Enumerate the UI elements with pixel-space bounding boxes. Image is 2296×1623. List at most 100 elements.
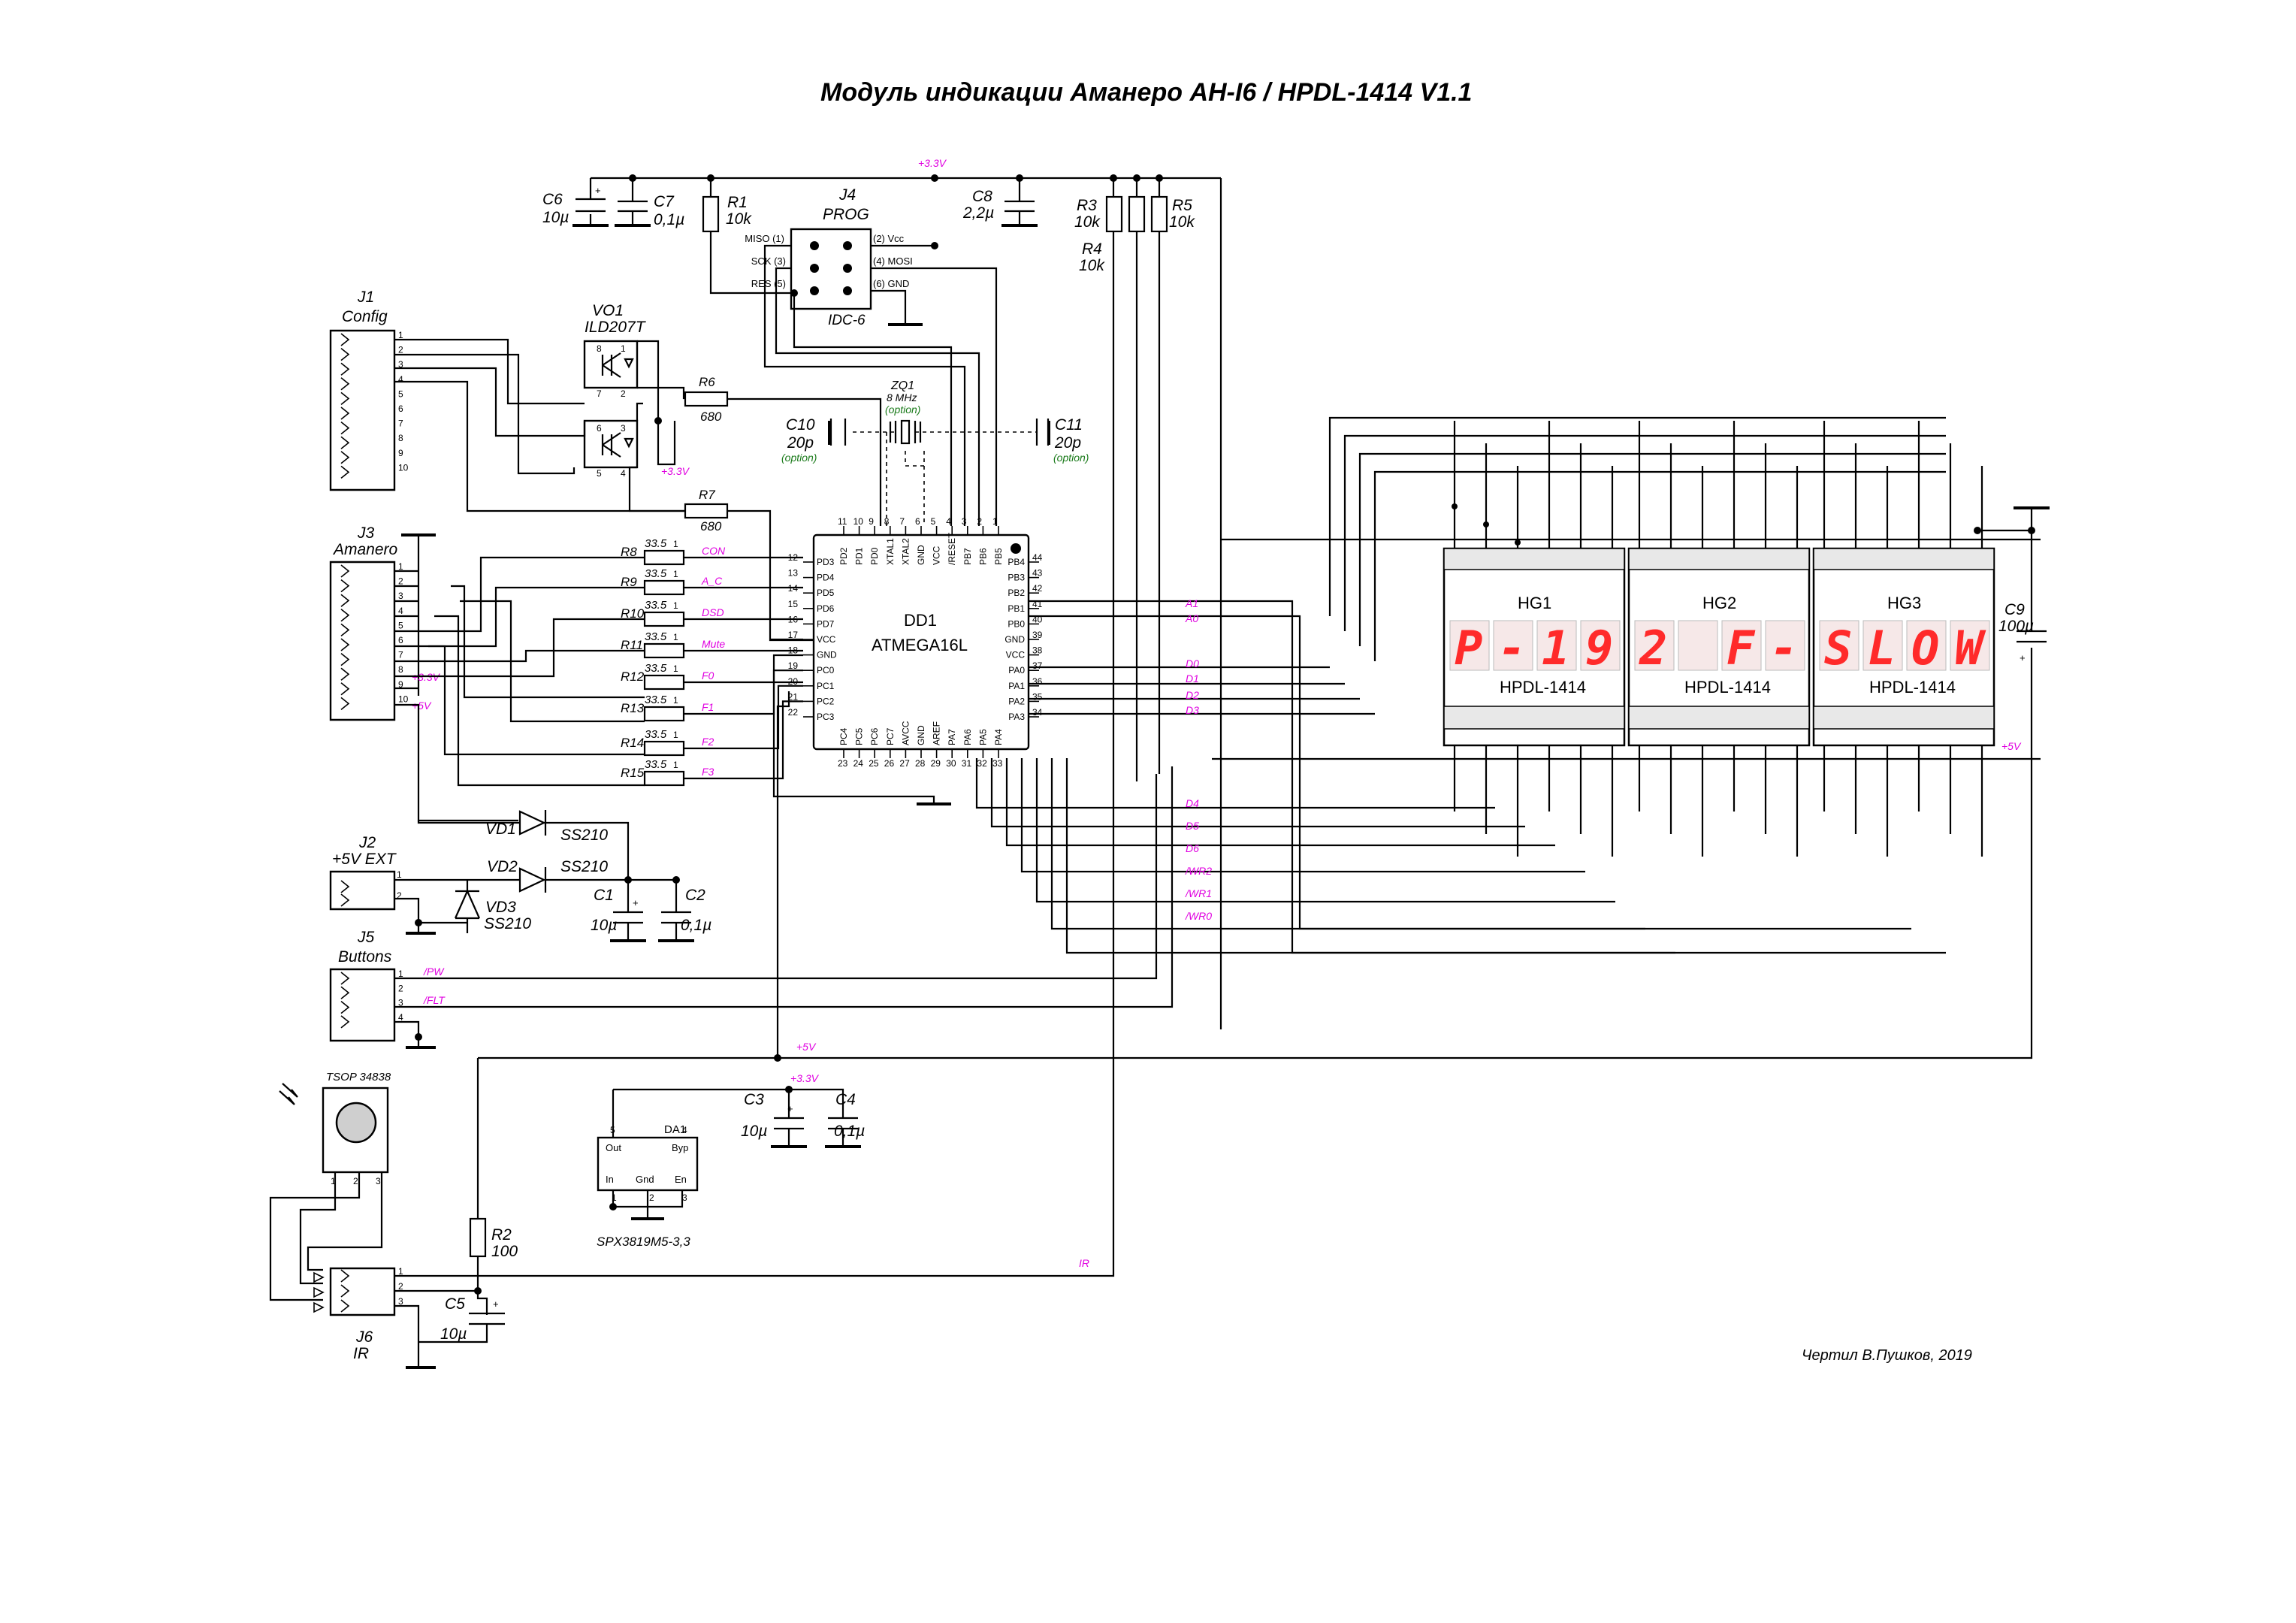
display-char: W: [1955, 621, 1986, 675]
series-res-net: F1: [702, 701, 714, 713]
mcu-pin-name: PA1: [1008, 681, 1025, 691]
power-input: VD1 SS210 VD2 SS210 VD3 SS210 + C1 10µ C…: [394, 810, 711, 942]
j1-contact: [340, 377, 350, 391]
mcu-pin-number: 28: [915, 758, 926, 769]
mcu-pin-name: PB4: [1008, 557, 1025, 567]
series-res-pin: 1: [673, 663, 678, 674]
j2-name: J2: [358, 834, 376, 851]
reg-in: In: [606, 1174, 614, 1185]
c1-value: 10µ: [591, 917, 617, 934]
series-res-name: R10: [621, 606, 645, 621]
j3-pin-number: 6: [398, 635, 403, 645]
mcu-pin-name: PA3: [1008, 712, 1025, 722]
svg-text:5: 5: [597, 468, 602, 479]
mcu-pin-number: 25: [869, 758, 879, 769]
mcu-pin-number: 2: [977, 516, 982, 527]
series-res-net: F0: [702, 669, 714, 682]
net-label-v5-j3: +5V: [412, 700, 432, 712]
display-ref: HG3: [1887, 594, 1921, 612]
j3-contact: [340, 594, 350, 607]
mcu-pin-name: PB2: [1008, 588, 1025, 598]
display-ref: HG1: [1518, 594, 1551, 612]
j1-contact: [340, 407, 350, 420]
mcu-pin-name: XTAL1: [885, 538, 896, 565]
capacitor-c7: C7 0,1µ: [615, 178, 684, 228]
series-res-value: 33.5: [645, 567, 667, 580]
j3-contact: [340, 697, 350, 711]
series-res-name: R11: [621, 638, 643, 652]
reg-out: Out: [606, 1142, 621, 1153]
mcu-pin-name: PB6: [977, 548, 988, 565]
mcu-pin-name: /RESET: [947, 532, 957, 565]
mcu-pin-number: 31: [962, 758, 972, 769]
mcu-pin-name: PC0: [817, 665, 835, 675]
net-label-ir: IR: [1079, 1257, 1089, 1269]
capacitor-c6: + C6 10µ: [542, 178, 609, 227]
r4-name: R4: [1082, 240, 1102, 258]
mcu-pin-name: PD4: [817, 573, 835, 583]
mcu-pin-number: 15: [788, 599, 799, 609]
j1-contact: [340, 436, 350, 449]
net-label-v5-bus: +5V: [796, 1041, 817, 1053]
net-label-pw: /PW: [423, 966, 445, 978]
display-wiring: [975, 416, 1946, 954]
tsop-pin2: 2: [353, 1176, 358, 1186]
series-res-value: 33.5: [645, 537, 667, 550]
j5-pin-number: 3: [398, 998, 403, 1008]
mcu-pin-name: PC7: [885, 727, 896, 745]
c10-note: (option): [781, 452, 817, 464]
svg-text:6: 6: [597, 423, 602, 434]
mcu-pin-name: PA4: [993, 729, 1004, 745]
c5-name: C5: [445, 1295, 465, 1313]
j1-pin-number: 4: [398, 374, 403, 385]
j4-pin-res: RES (5): [751, 278, 786, 289]
j3-wiring: [394, 556, 645, 787]
mcu-pin-number: 44: [1032, 552, 1043, 563]
mcu-pin-name: PB1: [1008, 603, 1025, 614]
mcu-pin-number: 32: [977, 758, 987, 769]
mcu-dd1: DD1 ATMEGA16L 11PD210PD19PD08XTAL17XTAL2…: [788, 516, 1043, 769]
series-res-pin: 1: [673, 695, 678, 706]
signature: Чертил В.Пушков, 2019: [1802, 1347, 1972, 1364]
mcu-pin-name: PC6: [869, 727, 880, 745]
c4-name: C4: [835, 1091, 856, 1108]
mcu-pin-number: 39: [1032, 630, 1043, 640]
j6-contact: [340, 1284, 350, 1298]
j1-pin-number: 2: [398, 345, 403, 355]
c9-name: C9: [2004, 601, 2025, 618]
crystal-zq1: ZQ1 8 MHz (option) C10 20p (option) C11 …: [781, 379, 1089, 526]
c2-value: 0,1µ: [681, 917, 711, 934]
bus-label: D4: [1186, 797, 1199, 809]
bus-label: /WR0: [1185, 910, 1212, 922]
mcu-pin-number: 17: [788, 630, 799, 640]
r6-value: 680: [700, 410, 722, 424]
j3-pin-number: 1: [398, 561, 403, 572]
r3-value: 10k: [1074, 213, 1101, 231]
j1-contact: [340, 421, 350, 435]
j1-label: Config: [342, 308, 388, 325]
net-label-v5-disp: +5V: [2001, 740, 2022, 752]
series-res-pin: 1: [673, 600, 678, 611]
j5-contact: [340, 986, 350, 999]
bus-label: D1: [1186, 672, 1199, 685]
mcu-pin-name: PD5: [817, 588, 835, 598]
series-res-value: 33.5: [645, 758, 667, 771]
display-part: HPDL-1414: [1869, 678, 1956, 697]
mcu-pin-number: 11: [838, 516, 847, 527]
reg-en: En: [675, 1174, 687, 1185]
reg-pin3: 3: [682, 1192, 687, 1203]
mcu-pin-name: PC1: [817, 681, 835, 691]
c10-value: 20p: [787, 434, 814, 452]
bus-label: A0: [1185, 612, 1198, 624]
j4-pin-gnd: (6) GND: [873, 278, 909, 289]
j1-contact: [340, 391, 350, 406]
mcu-pin-name: PB0: [1008, 618, 1025, 629]
mcu-pin-name: PD6: [817, 603, 835, 614]
series-res-pin: 1: [673, 632, 678, 642]
